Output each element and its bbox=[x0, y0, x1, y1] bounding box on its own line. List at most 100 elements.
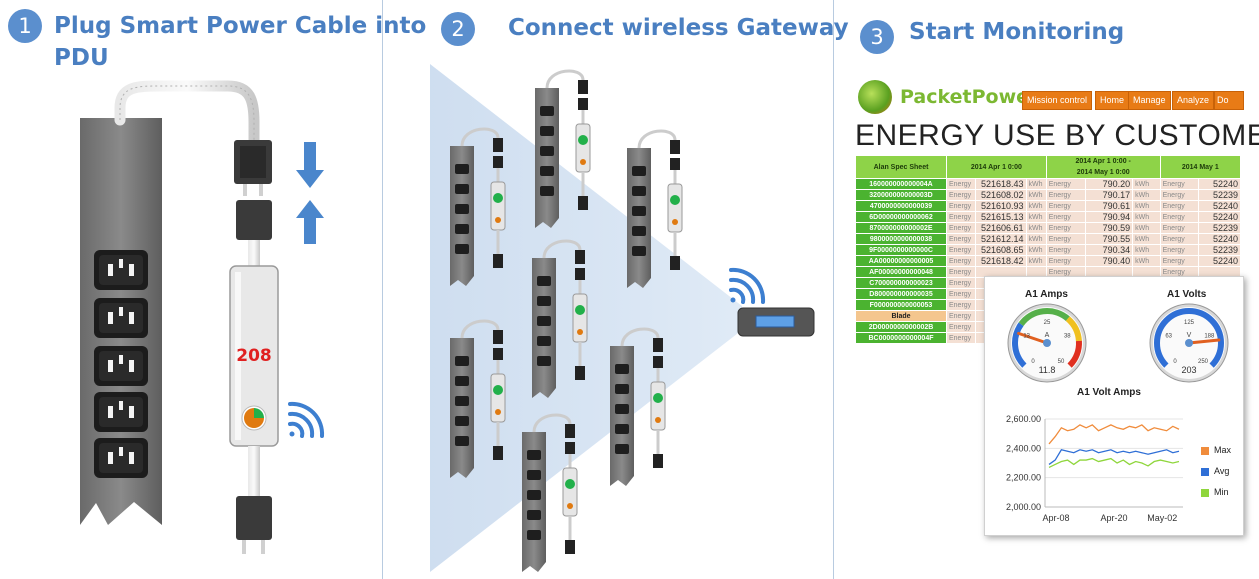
table-cell: Energy bbox=[946, 244, 976, 256]
table-cell: AA00000000000005 bbox=[855, 255, 947, 267]
table-cell: 790.17 bbox=[1085, 189, 1134, 201]
gauge-tick-label: 38 bbox=[1064, 334, 1071, 340]
chart-y-tick-label: 2,600.00 bbox=[1006, 414, 1041, 424]
table-cell: 9F0000000000000C bbox=[855, 244, 947, 256]
table-cell: 790.59 bbox=[1085, 222, 1134, 234]
legend-item-avg: Avg bbox=[1201, 466, 1229, 476]
report-heading: ENERGY USE BY CUSTOMER bbox=[855, 119, 1259, 152]
nav-home[interactable]: Home bbox=[1095, 91, 1130, 110]
table-cell: 521610.93 bbox=[974, 200, 1027, 212]
table-cell: Energy bbox=[946, 332, 976, 344]
table-cell: Energy bbox=[946, 189, 976, 201]
gauge-band bbox=[1067, 340, 1082, 368]
section-divider-2 bbox=[833, 0, 834, 579]
step-3-title: Start Monitoring bbox=[909, 19, 1125, 45]
table-cell: Energy bbox=[946, 255, 976, 267]
table-cell: D800000000000035 bbox=[855, 288, 947, 300]
table-header: Alan Spec Sheet bbox=[855, 155, 947, 179]
gauge-needle bbox=[1187, 338, 1221, 345]
table-cell: 52240 bbox=[1197, 200, 1241, 212]
table-cell: 790.34 bbox=[1085, 244, 1134, 256]
chart-title: A1 Volt Amps bbox=[1077, 387, 1141, 398]
table-cell: F000000000000053 bbox=[855, 299, 947, 311]
nav-manage[interactable]: Manage bbox=[1128, 91, 1171, 110]
nav-mission-control[interactable]: Mission control bbox=[1022, 91, 1093, 110]
table-cell: Energy bbox=[946, 222, 976, 234]
arrow-up-icon bbox=[296, 200, 324, 244]
gauge-tick-label: 25 bbox=[1044, 320, 1051, 326]
packetpower-logo-text: PacketPower bbox=[900, 86, 1039, 108]
legend-label-max: Max bbox=[1214, 445, 1232, 455]
gauge-tick-label: 188 bbox=[1204, 334, 1215, 340]
table-cell: kWh bbox=[1025, 178, 1047, 190]
legend-item-min: Min bbox=[1201, 487, 1229, 497]
table-cell: Energy bbox=[946, 200, 976, 212]
table-cell: 521606.61 bbox=[974, 222, 1027, 234]
table-cell: kWh bbox=[1132, 233, 1161, 245]
table-cell: 790.20 bbox=[1085, 178, 1134, 190]
table-cell: Energy bbox=[946, 178, 976, 190]
chart-y-tick-label: 2,400.00 bbox=[1006, 443, 1041, 453]
gauge-band bbox=[1065, 316, 1082, 342]
pdu-large bbox=[80, 118, 162, 525]
table-cell bbox=[1025, 266, 1047, 278]
step-1-number: 1 bbox=[8, 9, 42, 43]
table-header: 2014 Apr 1 0:00 bbox=[946, 155, 1047, 179]
step-3-number: 3 bbox=[860, 20, 894, 54]
chart-series-line-min bbox=[1048, 457, 1180, 468]
table-cell: Energy bbox=[946, 266, 976, 278]
gauge-hub bbox=[1185, 339, 1193, 347]
table-cell: Energy bbox=[1159, 178, 1199, 190]
nav-do[interactable]: Do bbox=[1214, 91, 1244, 110]
packetpower-logo-icon bbox=[858, 80, 892, 114]
table-cell: 2D0000000000002B bbox=[855, 321, 947, 333]
gauge-value-label: 203 bbox=[1181, 365, 1196, 375]
table-cell: 320000000000003D bbox=[855, 189, 947, 201]
table-cell: kWh bbox=[1025, 211, 1047, 223]
chart-series-line-avg bbox=[1048, 449, 1180, 465]
table-cell: Energy bbox=[946, 288, 976, 300]
table-cell: 4700000000000039 bbox=[855, 200, 947, 212]
legend-item-max: Max bbox=[1201, 445, 1231, 455]
gauge-max-label: 50 bbox=[1058, 359, 1065, 365]
table-cell: kWh bbox=[1132, 244, 1161, 256]
table-cell: Energy bbox=[1045, 233, 1087, 245]
table-cell: 521608.65 bbox=[974, 244, 1027, 256]
table-cell: 52240 bbox=[1197, 211, 1241, 223]
gateway-wifi-icon bbox=[729, 267, 766, 304]
table-cell: 52240 bbox=[1197, 233, 1241, 245]
table-cell: Energy bbox=[946, 211, 976, 223]
table-cell: 521618.42 bbox=[974, 255, 1027, 267]
table-cell: 52239 bbox=[1197, 244, 1241, 256]
table-cell: 52240 bbox=[1197, 178, 1241, 190]
table-cell: 521615.13 bbox=[974, 211, 1027, 223]
legend-label-avg: Avg bbox=[1214, 466, 1230, 476]
table-cell: 52240 bbox=[1197, 255, 1241, 267]
table-cell: Energy bbox=[1045, 211, 1087, 223]
table-cell: Energy bbox=[1159, 200, 1199, 212]
table-cell: Energy bbox=[1045, 189, 1087, 201]
nav-analyze[interactable]: Analyze bbox=[1172, 91, 1215, 110]
gauge-tick-label: 63 bbox=[1165, 334, 1172, 340]
legend-label-min: Min bbox=[1214, 487, 1229, 497]
table-cell: 870000000000002E bbox=[855, 222, 947, 234]
table-cell: kWh bbox=[1132, 222, 1161, 234]
gauge-tick-label: 13 bbox=[1023, 334, 1030, 340]
table-cell: Energy bbox=[1045, 200, 1087, 212]
wireless-gateway bbox=[737, 307, 815, 337]
gauge-title-amps: A1 Amps bbox=[1025, 289, 1068, 300]
table-cell: Blade bbox=[855, 310, 947, 322]
table-cell: kWh bbox=[1132, 189, 1161, 201]
